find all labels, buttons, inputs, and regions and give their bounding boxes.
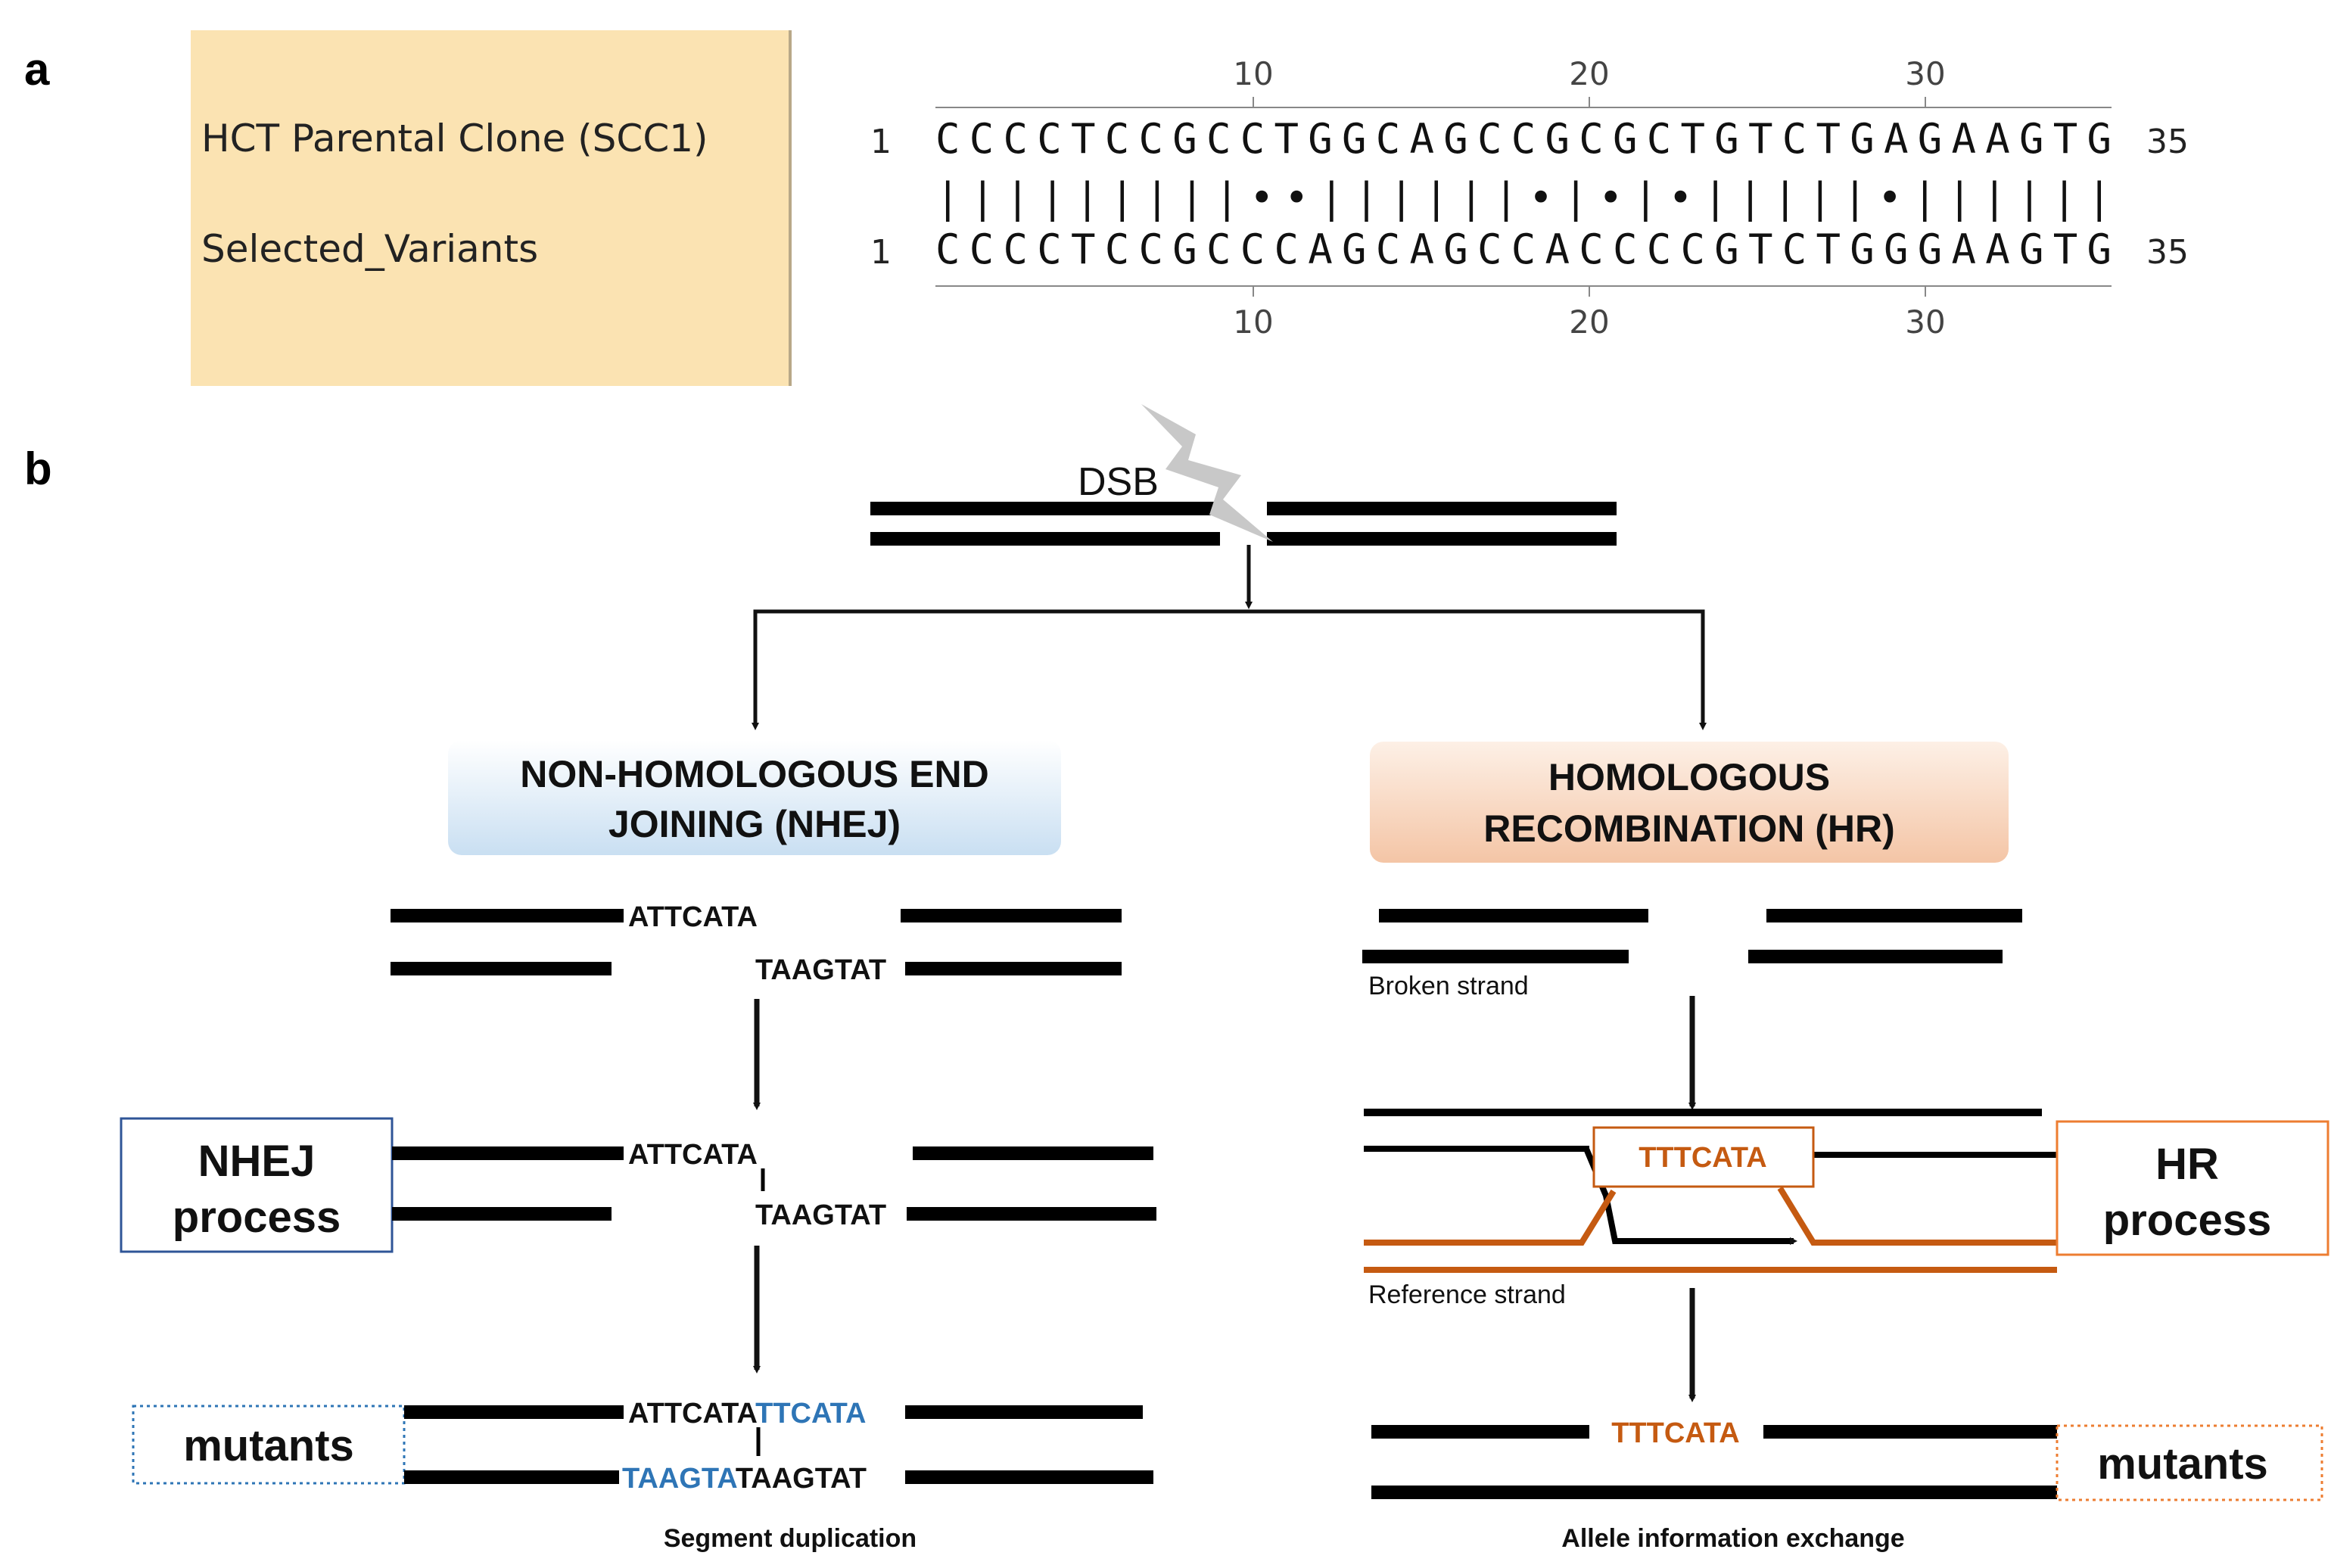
hr-exchange-box xyxy=(1592,1126,1815,1188)
seq2-name[interactable]: Selected_Variants xyxy=(201,227,538,271)
hr-caption: Allele information exchange xyxy=(1561,1524,1904,1553)
hr-mutants-label: mutants xyxy=(2097,1439,2268,1489)
nhej-mutants-label: mutants xyxy=(183,1421,354,1470)
nhej-process-box xyxy=(120,1117,394,1253)
nhej-caption: Segment duplication xyxy=(664,1524,917,1553)
hr-process-line1: HR xyxy=(2155,1140,2219,1189)
nhej-process-line1: NHEJ xyxy=(198,1137,316,1186)
seq1-end: 35 xyxy=(2146,123,2189,161)
seq1-sequence: CCCCTCCGCCTGGCAGCCGCGCTGTCTGAGAAGTG xyxy=(935,115,2112,163)
nhej-title-box xyxy=(448,740,1061,855)
nhej-process-line2: process xyxy=(173,1193,341,1242)
hr-mutants-box xyxy=(2056,1424,2323,1501)
ruler-bottom-tick-10: 10 xyxy=(1233,303,1273,341)
hr-exchange-seq: TTTCATA xyxy=(1639,1142,1767,1174)
hr-title-line1: HOMOLOGOUS xyxy=(1548,756,1830,798)
nhej-s3-bottom-blue: TAAGTA xyxy=(622,1463,737,1495)
sequence-name-panel xyxy=(191,30,790,386)
nhej-s3-top-black: ATTCATA xyxy=(628,1398,758,1430)
seq2-end: 35 xyxy=(2146,233,2189,272)
nhej-s3-top-seq: ATTCATATTCATA xyxy=(628,1398,866,1430)
dsb-label: DSB xyxy=(1078,460,1159,504)
nhej-s2-top-seq: ATTCATA xyxy=(628,1139,758,1171)
nhej-title-line2: JOINING (NHEJ) xyxy=(608,803,901,845)
hr-s2-reference-left xyxy=(1364,1189,1617,1246)
nhej-title-line1: NON-HOMOLOGOUS END xyxy=(520,753,988,795)
hr-process-box xyxy=(2056,1120,2329,1256)
seq1-start: 1 xyxy=(870,123,892,161)
hr-process-line2: process xyxy=(2103,1196,2271,1245)
nhej-mutants-box xyxy=(132,1405,406,1485)
seq2-sequence: CCCCTCCGCCCAGCAGCCACCCCGTCTGGGAAGTG xyxy=(935,226,2112,273)
ruler-bottom-tick-30: 30 xyxy=(1905,303,1945,341)
nhej-s1-top-seq: ATTCATA xyxy=(628,901,758,933)
ruler-top-tick-30: 30 xyxy=(1905,55,1945,92)
ruler-top-tick-10: 10 xyxy=(1233,55,1273,92)
hr-mutant-seq: TTTCATA xyxy=(1611,1417,1740,1449)
nhej-s3-top-blue: TTCATA xyxy=(755,1398,866,1430)
hr-s2-reference-right xyxy=(1777,1186,2057,1246)
lightning-bolt-icon xyxy=(1141,404,1273,542)
nhej-s3-bottom-black: TAAGTAT xyxy=(736,1463,867,1495)
hr-title-line2: RECOMBINATION (HR) xyxy=(1483,807,1894,850)
nhej-s2-bottom-seq: TAAGTAT xyxy=(755,1199,886,1231)
nhej-s1-bottom-seq: TAAGTAT xyxy=(755,954,886,986)
hr-title-box xyxy=(1370,742,2009,863)
panel-a-label: a xyxy=(24,44,50,95)
panel-b-label: b xyxy=(24,443,52,494)
nhej-s3-bottom-seq: TAAGTATAAGTAT xyxy=(622,1463,867,1495)
hr-broken-strand-label: Broken strand xyxy=(1368,972,1529,1000)
ruler-bottom-tick-20: 20 xyxy=(1569,303,1609,341)
hr-reference-strand-label: Reference strand xyxy=(1368,1280,1566,1309)
pathway-split-connector xyxy=(753,609,1705,717)
ruler-top-tick-20: 20 xyxy=(1569,55,1609,92)
match-line: |||||||||••||||||•|•|•|||||•|||||| xyxy=(935,174,2112,222)
seq1-name[interactable]: HCT Parental Clone (SCC1) xyxy=(201,117,708,160)
seq2-start: 1 xyxy=(870,233,892,272)
